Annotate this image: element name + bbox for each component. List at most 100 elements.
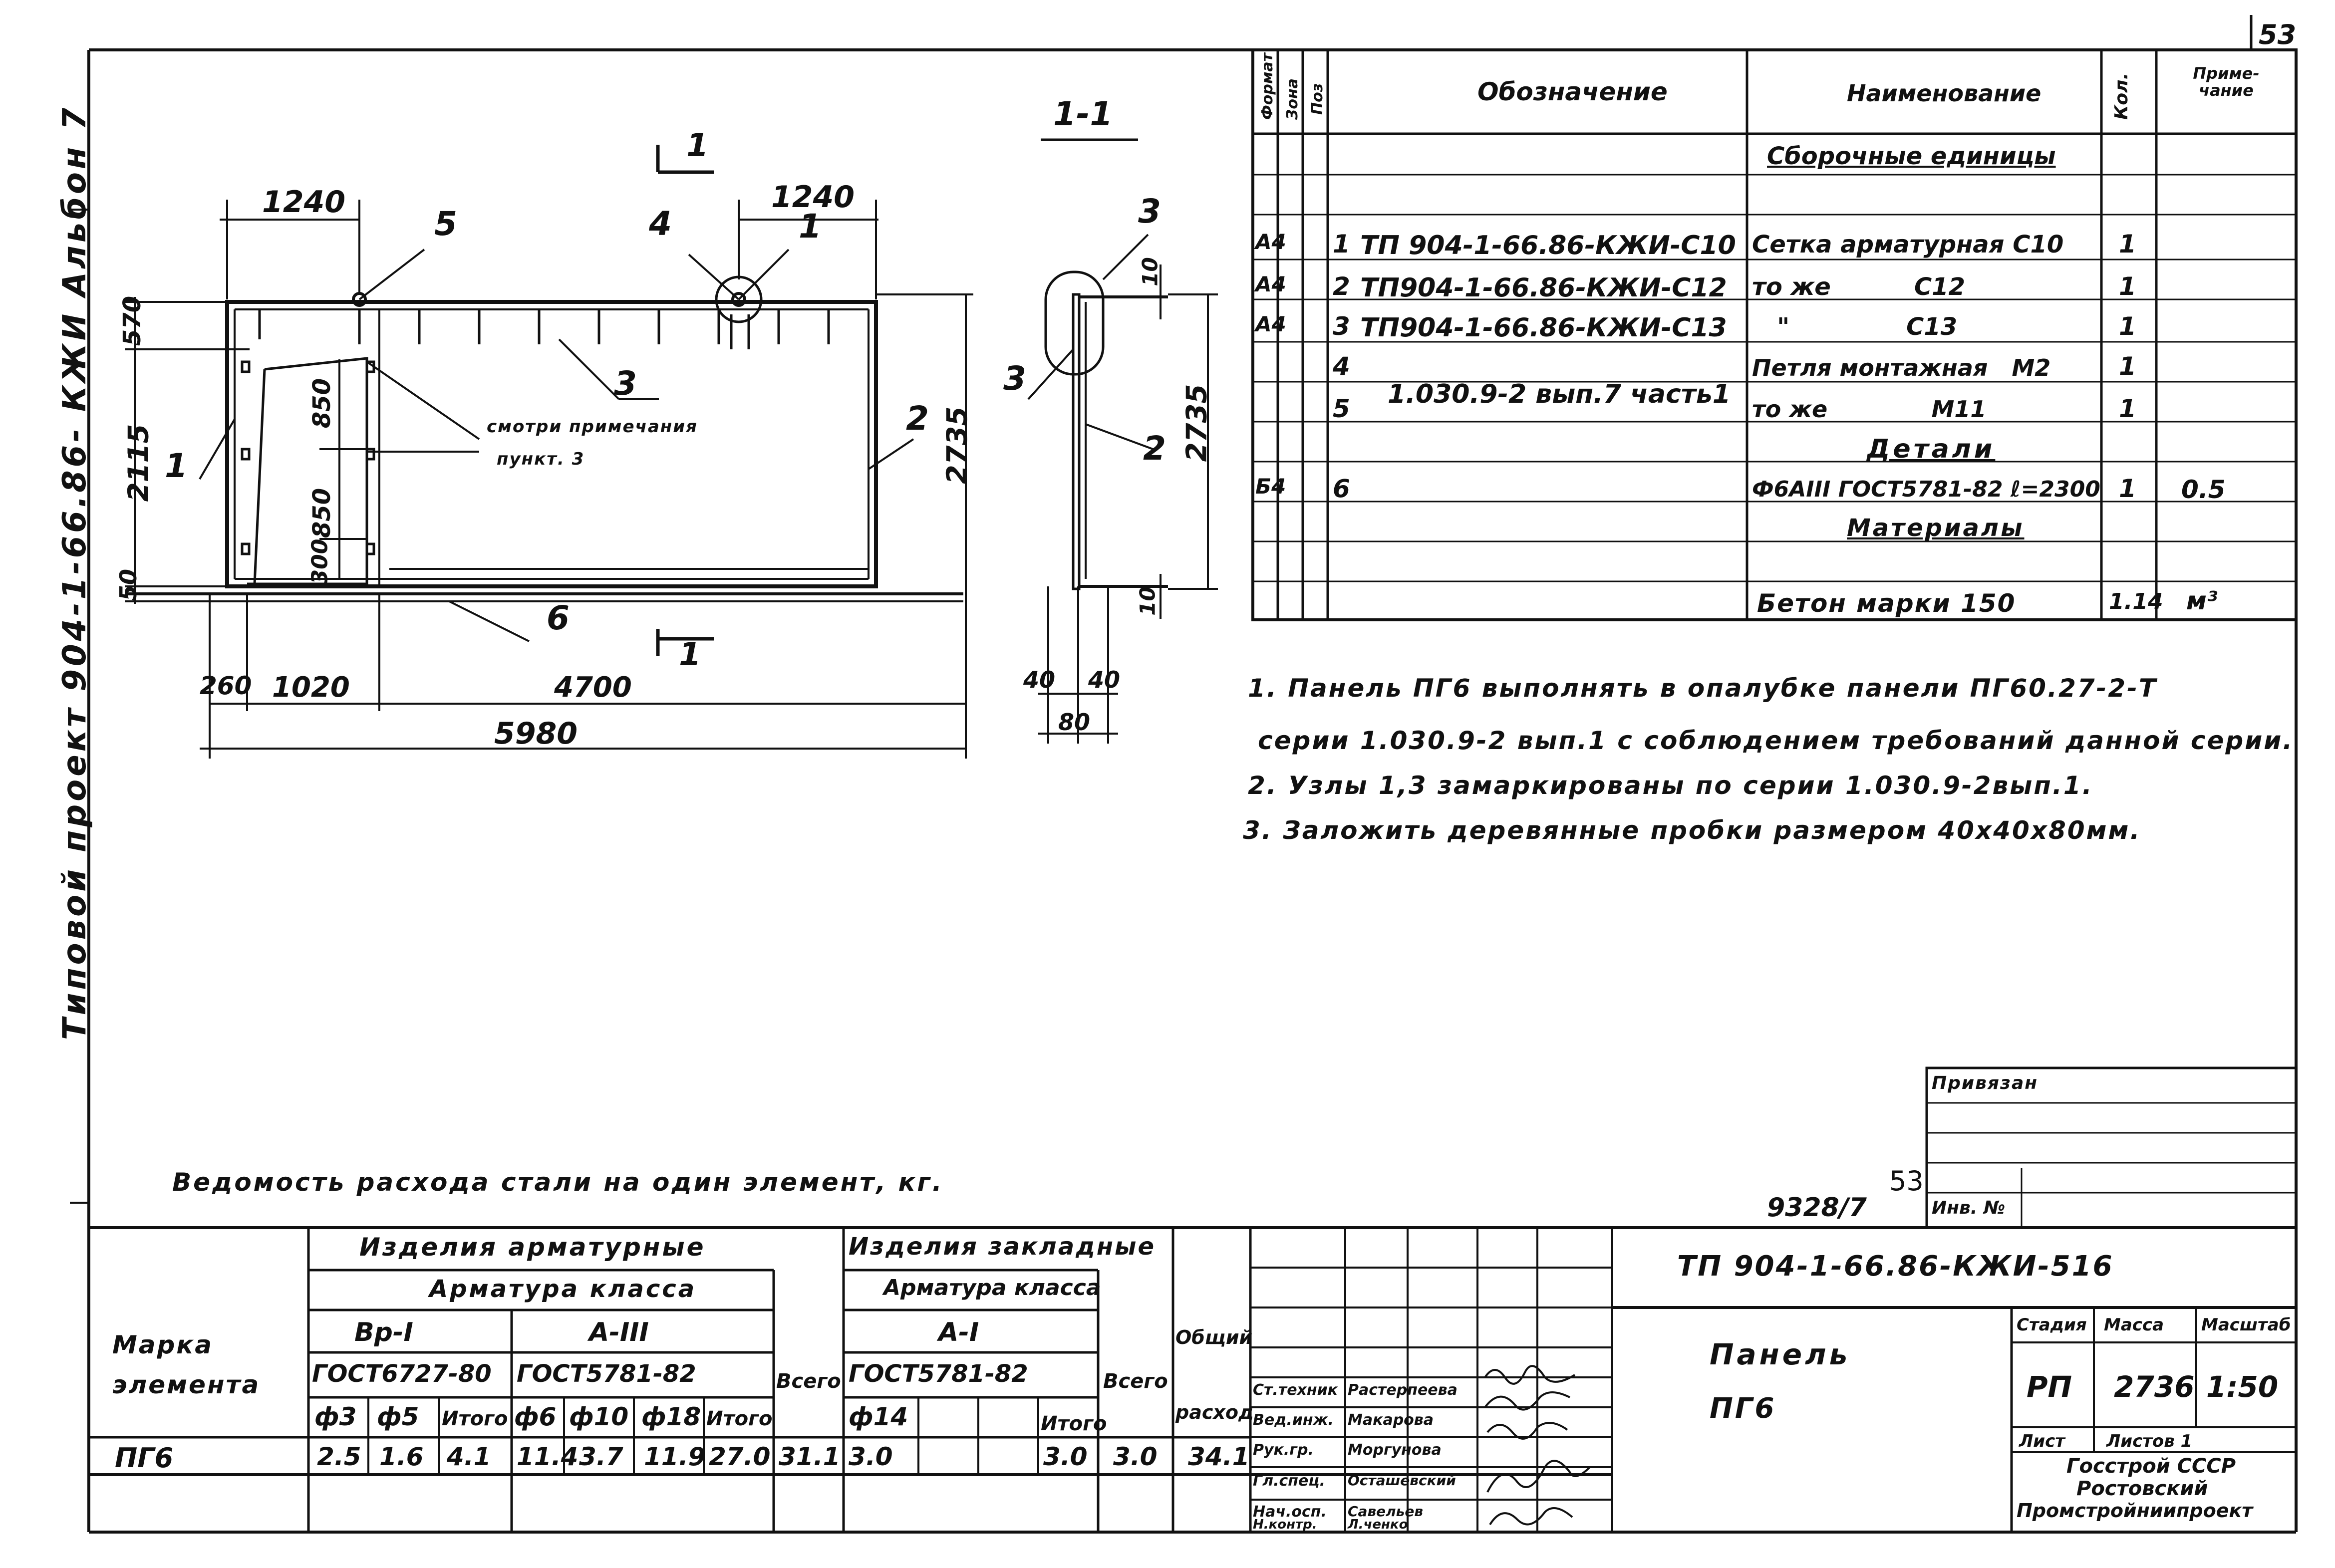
sv-callout-3b: 3 [1003, 359, 1026, 398]
steel-row-v5: 3.7 [579, 1442, 623, 1471]
doc-name-2: ПГ6 [1710, 1392, 1776, 1425]
spec-h-format: Формат [1259, 53, 1276, 120]
doc-code: ТП 904-1-66.86-КЖИ-516 [1677, 1250, 2114, 1283]
steel-class1: Вр-I [354, 1317, 413, 1347]
steel-col-itogo2: Итого [706, 1407, 773, 1430]
inv-no-label: Инв. № [1932, 1198, 2006, 1218]
spec-row-2-designation: ТП904-1-66.86-КЖИ-С12 [1360, 273, 1727, 303]
steel-row-v8: 31.1 [779, 1442, 841, 1471]
steel-row-v2: 1.6 [379, 1442, 424, 1471]
steel-title: Ведомость расхода стали на один элемент,… [172, 1168, 944, 1197]
spec-row-1-qty: 1 [2119, 230, 2136, 259]
section-mark-top: 1 [686, 127, 709, 164]
steel-row-v9: 3.0 [849, 1442, 893, 1471]
callout-1b: 1 [799, 207, 822, 246]
dim-left-2115: 2115 [122, 424, 155, 502]
dim-inner-850a: 850 [308, 378, 336, 429]
note-1-cont: серии 1.030.9-2 вып.1 с соблюдением треб… [1258, 726, 2294, 755]
spec-h-name: Наименование [1847, 80, 2042, 107]
sv-dim-height: 2735 [1180, 384, 1213, 462]
sv-dim-bottom: 10 [1135, 586, 1160, 616]
steel-general-header: Общий расход [1175, 1326, 1254, 1423]
org-line-2: Ростовский [2076, 1477, 2208, 1500]
spec-row-3-pos: 3 [1333, 312, 1350, 341]
steel-gost1: ГОСТ6727-80 [312, 1360, 492, 1388]
role-2: Рук.гр. [1253, 1441, 1314, 1459]
steel-gost2: ГОСТ5781-82 [517, 1360, 696, 1388]
note-2: 2. Узлы 1,3 замаркированы по серии 1.030… [1248, 771, 2093, 800]
spec-row-2-format: А4 [1255, 272, 1286, 296]
steel-row-v1: 2.5 [317, 1442, 361, 1471]
spec-row-3-designation: ТП904-1-66.86-КЖИ-С13 [1360, 313, 1727, 343]
role-5: Н.контр. [1253, 1517, 1317, 1532]
name-5: Л.ченко [1348, 1517, 1408, 1532]
spec-detail-note: 0.5 [2181, 475, 2226, 504]
steel-group2: Изделия закладные [849, 1233, 1156, 1261]
steel-col-f5: ф5 [377, 1402, 419, 1431]
name-2: Моргунова [1348, 1441, 1442, 1459]
dim-left-570: 570 [118, 295, 147, 346]
steel-row-v3: 4.1 [447, 1442, 491, 1471]
spec-h-designation: Обозначение [1477, 77, 1668, 106]
spec-detail-pos: 6 [1333, 474, 1350, 503]
sv-callout-2: 2 [1143, 429, 1166, 468]
stage-header: Стадия [2017, 1315, 2087, 1335]
name-4: Савельев [1348, 1503, 1424, 1520]
archive-sheet: 53 [1889, 1165, 1924, 1197]
sheets-header: Листов 1 [2106, 1431, 2193, 1451]
steel-row-v10: 3.0 [1043, 1442, 1088, 1471]
note-1: 1. Панель ПГ6 выполнять в опалубке панел… [1248, 674, 2157, 703]
steel-col-f6: ф6 [514, 1402, 557, 1431]
scale-value: 1:50 [2206, 1370, 2279, 1404]
spec-section-assemblies: Сборочные единицы [1767, 142, 2056, 170]
steel-row-mark: ПГ6 [115, 1442, 174, 1474]
spec-material-note: м³ [2186, 586, 2218, 615]
spec-row-2-pos: 2 [1333, 272, 1350, 301]
dim-left-50: 50 [115, 568, 142, 601]
spec-h-note: Приме-чание [2193, 64, 2260, 100]
note-leader-text-2: пункт. 3 [497, 449, 585, 469]
steel-group2-sub: Арматура класса [883, 1275, 1101, 1301]
spec-material-name: Бетон марки 150 [1757, 589, 2016, 618]
org-line-1: Госстрой СССР [2066, 1455, 2236, 1478]
spec-row-1-designation: ТП 904-1-66.86-КЖИ-С10 [1360, 231, 1736, 261]
steel-group1: Изделия арматурные [359, 1233, 706, 1262]
spec-detail-format: Б4 [1255, 474, 1286, 499]
mass-value: 2736 [2114, 1370, 2195, 1404]
steel-gost3: ГОСТ5781-82 [849, 1360, 1028, 1388]
dim-top-right: 1240 [771, 180, 855, 215]
spec-h-qty: Кол. [2111, 72, 2132, 120]
dim-bottom-260: 260 [200, 671, 252, 700]
steel-row-v7: 27.0 [709, 1442, 771, 1471]
role-4: Нач.осп. [1253, 1503, 1327, 1521]
dim-bottom-4700: 4700 [554, 671, 632, 704]
section-label: 1-1 [1053, 95, 1113, 133]
doc-name-1: Панель [1710, 1337, 1851, 1371]
callout-6: 6 [547, 599, 570, 637]
steel-col-itogo1: Итого [442, 1407, 508, 1430]
note-3: 3. Заложить деревянные пробки размером 4… [1243, 816, 2141, 845]
role-3: Гл.спец. [1253, 1472, 1325, 1490]
callout-3: 3 [614, 364, 637, 403]
signatures [1484, 1365, 1591, 1526]
spec-section-materials: Материалы [1847, 514, 2025, 542]
steel-col-f18: ф18 [641, 1402, 701, 1431]
dim-bottom-1020: 1020 [272, 671, 350, 704]
sheet-number: 53 [2259, 19, 2297, 50]
steel-total-header-2: Всего [1103, 1370, 1168, 1393]
scale-header: Масштаб [2201, 1315, 2291, 1335]
name-1: Макарова [1348, 1411, 1434, 1429]
spec-row-4-qty: 1 [2119, 352, 2136, 381]
spec-row-3-name: " С13 [1752, 313, 1958, 341]
steel-row-v4: 11.4 [517, 1442, 579, 1471]
steel-col-f10: ф10 [569, 1402, 629, 1431]
sv-dim-top: 10 [1138, 257, 1163, 286]
sv-callout-3a: 3 [1138, 192, 1161, 231]
spec-row-2-name: то же С12 [1752, 273, 1965, 301]
spec-detail-name: Ф6АIII ГОСТ5781-82 ℓ=2300 [1752, 477, 2100, 502]
steel-col-itogo3: Итого [1041, 1412, 1107, 1435]
spec-row-5-name: то же М11 [1752, 396, 1987, 423]
spec-row-3-format: А4 [1255, 312, 1286, 336]
callout-5: 5 [434, 205, 457, 243]
